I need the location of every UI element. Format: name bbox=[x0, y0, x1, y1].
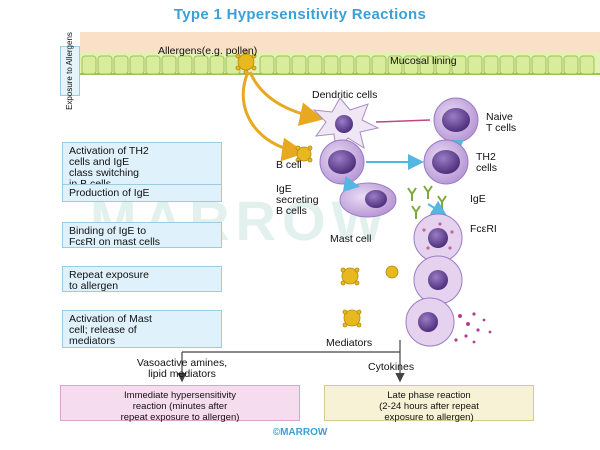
cytokines-label: Cytokines bbox=[368, 361, 415, 373]
ige-secreting-b-cells-label: IgE secreting B cells bbox=[276, 183, 319, 217]
vasoactive-amines-label: Vasoactive amines, lipid mediators bbox=[136, 357, 228, 380]
mast-cell-label: Mast cell bbox=[330, 233, 372, 245]
exposure-to-allergens-label: Exposure to Allergens bbox=[60, 32, 80, 110]
ige-secreting-b-cell bbox=[339, 182, 397, 218]
pollen-allergen bbox=[235, 49, 257, 75]
th2-cell bbox=[423, 139, 469, 185]
allergens-label: Allergens(e.g. pollen) bbox=[158, 45, 258, 57]
fceri-label: FcεRI bbox=[470, 223, 497, 235]
b-cell-to-plasma-arrow bbox=[342, 176, 360, 192]
dendritic-t-contact bbox=[375, 119, 431, 123]
mast-cell-binding bbox=[413, 213, 463, 263]
naive-t-cells-label: Naive T cells bbox=[486, 111, 517, 134]
epithelial-cells bbox=[81, 55, 595, 75]
mucosal-lining-label: Mucosal lining bbox=[390, 55, 457, 67]
allergen-to-b-cell-arrow bbox=[241, 71, 306, 162]
late-phase-reaction-box: Late phase reaction (2-24 hours after re… bbox=[324, 385, 534, 423]
naive-t-cell bbox=[433, 97, 479, 143]
pollen-at-mast-cell bbox=[340, 265, 399, 286]
b-cell bbox=[319, 139, 365, 185]
ige-label: IgE bbox=[470, 193, 486, 205]
immediate-reaction-box: Immediate hypersensitivity reaction (min… bbox=[60, 385, 300, 423]
pollen-at-b-cell bbox=[295, 145, 313, 163]
b-cell-label: B cell bbox=[276, 159, 302, 171]
dendritic-cell bbox=[312, 97, 380, 152]
step-mast-activation: Activation of Mast cell; release of medi… bbox=[62, 310, 222, 348]
pollen-repeat-exposure bbox=[342, 309, 362, 328]
allergen-to-dendritic-arrow bbox=[248, 71, 324, 126]
page-title: Type 1 Hypersensitivity Reactions bbox=[173, 6, 427, 23]
step-repeat-exposure: Repeat exposure to allergen bbox=[62, 266, 222, 292]
step-production-ige: Production of IgE bbox=[62, 184, 222, 202]
th2-cells-label: TH2 cells bbox=[476, 151, 498, 174]
mast-cell-allergen-bound bbox=[413, 255, 463, 305]
footer-copyright: ©MARROW bbox=[272, 427, 328, 438]
dendritic-cells-label: Dendritic cells bbox=[312, 89, 378, 101]
ige-to-mast-arrow bbox=[427, 200, 448, 217]
mediators-label: Mediators bbox=[326, 337, 373, 349]
step-binding-ige: Binding of IgE to FcεRI on mast cells bbox=[62, 222, 222, 248]
mast-cell-degranulating bbox=[405, 297, 492, 347]
step-activation-th2: Activation of TH2 cells and IgE class sw… bbox=[62, 142, 222, 190]
